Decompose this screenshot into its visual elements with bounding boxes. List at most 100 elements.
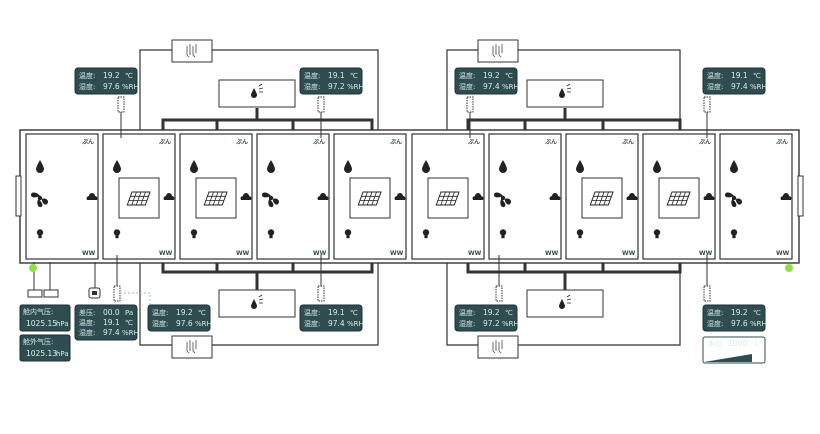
temp-unit: ℃ [753, 72, 761, 80]
temp-label: 温度: [707, 308, 723, 317]
duct-network [139, 49, 681, 346]
sensor-panel-br1: 温度:19.2℃湿度:97.2%RH [454, 304, 519, 332]
left-door [15, 175, 22, 217]
temp-value: 19.1 [731, 71, 748, 80]
inside-pressure-label: 舱内气压: [23, 307, 53, 316]
hum-value: 97.4 [328, 319, 345, 328]
inside-pressure-panel: 舱内气压: 1025.15 hPa [19, 304, 71, 332]
diff-hum-value: 97.4 [103, 328, 120, 337]
hum-label: 湿度: [304, 82, 320, 91]
temp-value: 19.2 [176, 308, 193, 317]
status-indicator-right [785, 264, 793, 272]
filter-icon [118, 177, 160, 219]
sensor-panel-tr2: 温度:19.1℃湿度:97.4%RH [702, 67, 767, 95]
temp-unit: ℃ [505, 72, 513, 80]
temp-unit: ℃ [505, 309, 513, 317]
humidifier-unit-top-left [218, 79, 296, 108]
sensor-probes [27, 96, 711, 305]
sensor-panel-bl1: 温度:19.2℃湿度:97.6%RH [147, 304, 212, 332]
temp-value: 19.1 [328, 71, 345, 80]
outside-pressure-value: 1025.13 [26, 349, 57, 358]
temp-unit: ℃ [198, 309, 206, 317]
diff-hum-unit: %RH [122, 329, 139, 337]
water-label: 水位: [708, 339, 724, 348]
hum-label: 湿度: [707, 82, 723, 91]
room-bottom-tag: WW [236, 250, 250, 257]
filter-icon [349, 177, 391, 219]
hum-unit: %RH [502, 320, 519, 328]
hum-value: 97.6 [731, 319, 748, 328]
status-indicator-left [29, 264, 37, 272]
room-top-tag: ぷん [621, 139, 634, 146]
outside-pressure-label: 舱外气压: [23, 337, 53, 346]
dehumidifier-bottom-right [477, 335, 519, 359]
water-level-panel: 水位: 1000 L [702, 336, 766, 364]
hum-label: 湿度: [152, 319, 168, 328]
temp-label: 温度: [79, 71, 95, 80]
sensor-panel-tl1: 温度:19.2℃湿度:97.6%RH [74, 67, 139, 95]
temp-label: 温度: [152, 308, 168, 317]
humidifier-unit-bottom-right [526, 289, 604, 318]
filter-icon [427, 177, 469, 219]
hum-unit: %RH [502, 83, 519, 91]
temp-label: 温度: [304, 71, 320, 80]
right-door [797, 175, 804, 217]
filter-icon [195, 177, 237, 219]
sensor-panel-tl2: 温度:19.1℃湿度:97.2%RH [299, 67, 364, 95]
diff-temp-label: 温度: [79, 318, 95, 327]
diff-pressure-panel: 差压: 00.0 Pa 温度: 19.1 ℃ 湿度: 97.4 %RH [74, 304, 139, 341]
room-top-tag: ぷん [389, 139, 402, 146]
room-top-tag: ぷん [775, 139, 788, 146]
dehumidifier-top-right [477, 39, 519, 63]
hum-unit: %RH [750, 320, 767, 328]
room-10: ぷん WW [719, 133, 793, 260]
room-3: ぷん WW [179, 133, 253, 260]
hum-value: 97.4 [731, 82, 748, 91]
hum-value: 97.4 [483, 82, 500, 91]
room-top-tag: ぷん [81, 139, 94, 146]
hum-unit: %RH [347, 320, 364, 328]
temp-value: 19.2 [731, 308, 748, 317]
sensor-panel-tr1: 温度:19.2℃湿度:97.4%RH [454, 67, 519, 95]
room-top-tag: ぷん [698, 139, 711, 146]
dehumidifier-top-left [171, 39, 213, 63]
hum-unit: %RH [347, 83, 364, 91]
hum-unit: %RH [195, 320, 212, 328]
humidifier-unit-bottom-left [218, 289, 296, 318]
filter-icon [581, 177, 623, 219]
room-bottom-tag: WW [390, 250, 404, 257]
diff-temp-unit: ℃ [125, 319, 133, 327]
hum-label: 湿度: [707, 319, 723, 328]
diff-hum-label: 湿度: [79, 328, 95, 337]
room-bottom-tag: WW [159, 250, 173, 257]
outside-pressure-panel: 舱外气压: 1025.13 hPa [19, 334, 71, 362]
room-top-tag: ぷん [312, 139, 325, 146]
room-bottom-tag: WW [776, 250, 790, 257]
room-top-tag: ぷん [235, 139, 248, 146]
hum-value: 97.2 [483, 319, 500, 328]
dehumidifier-bottom-left [171, 335, 213, 359]
temp-unit: ℃ [350, 72, 358, 80]
inside-pressure-value: 1025.15 [26, 319, 57, 328]
temp-label: 温度: [459, 308, 475, 317]
room-top-tag: ぷん [467, 139, 480, 146]
temp-unit: ℃ [125, 72, 133, 80]
room-bottom-tag: WW [545, 250, 559, 257]
hum-label: 湿度: [459, 319, 475, 328]
sensor-panel-bl2: 温度:19.1℃湿度:97.4%RH [299, 304, 364, 332]
hum-unit: %RH [122, 83, 139, 91]
diff-value: 00.0 [103, 308, 120, 317]
water-level-fill [704, 354, 752, 362]
sensor-panel-br2: 温度: 19.2 ℃ 湿度: 97.6%RH [702, 304, 767, 332]
temp-unit: ℃ [753, 309, 761, 317]
hum-unit: %RH [750, 83, 767, 91]
